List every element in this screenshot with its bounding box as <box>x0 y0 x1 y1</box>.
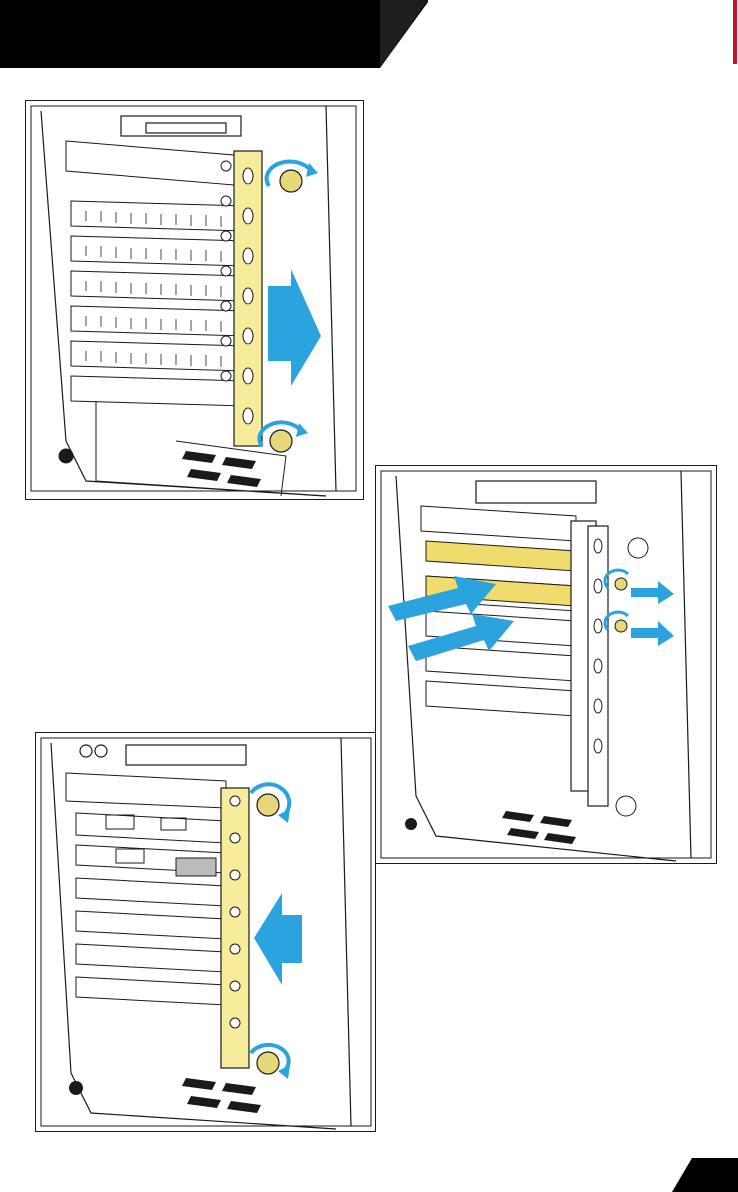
arrow-insert-icon <box>408 614 514 661</box>
thumbscrew-rotate-icon <box>251 1045 290 1079</box>
figure-insert-cards <box>375 465 717 864</box>
thumbscrew-rotate-icon <box>251 784 290 823</box>
arrow-right-small-icon <box>631 581 674 604</box>
expansion-slots <box>66 141 246 406</box>
arrow-left-icon <box>254 893 302 985</box>
arrow-right-icon <box>268 269 321 386</box>
header-bar <box>0 0 430 70</box>
thumbscrew-rotate-icon <box>259 422 308 452</box>
retention-bracket <box>221 788 249 1068</box>
figure-remove-bracket <box>25 100 364 500</box>
retention-bracket <box>221 151 262 446</box>
thumbscrew-rotate-icon <box>267 161 318 192</box>
figure-reinstall-bracket <box>35 732 376 1132</box>
page-number <box>690 1166 734 1188</box>
accent-edge-mark <box>733 0 737 64</box>
arrow-right-small-icon <box>631 621 674 646</box>
